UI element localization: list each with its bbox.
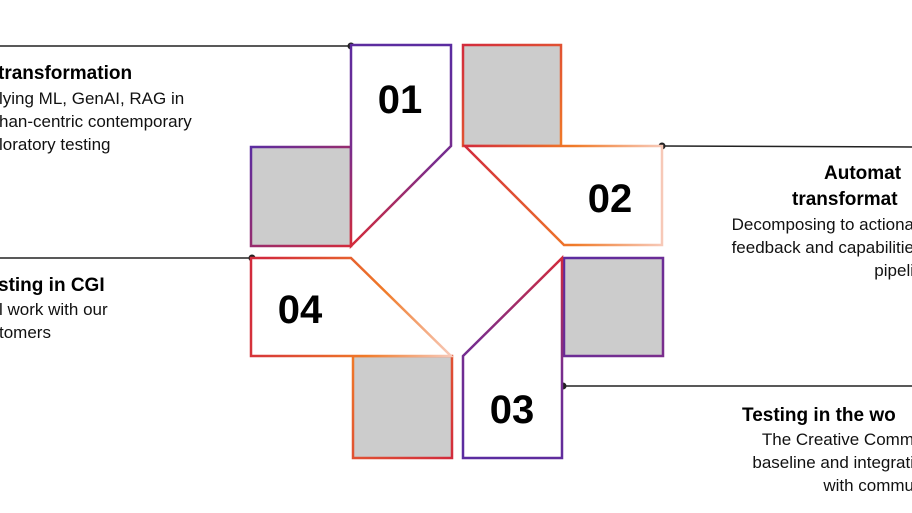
step-shape-03	[461, 255, 564, 460]
step-description-01: lying ML, GenAI, RAG in han-centric cont…	[0, 89, 192, 154]
step-shape-02	[461, 144, 664, 247]
step-number-01: 01	[378, 78, 423, 122]
grey-square-left	[249, 145, 353, 248]
step-number-02: 02	[588, 177, 633, 221]
step-number-04: 04	[278, 288, 323, 332]
step-title-02-line-2: transformat	[792, 189, 898, 210]
step-description-02: Decomposing to actiona feedback and capa…	[731, 215, 912, 280]
step-title-04: sting in CGI	[0, 275, 105, 296]
step-description-03: The Creative Comm baseline and integrati…	[752, 430, 912, 495]
grey-square-top-right	[461, 43, 563, 148]
step-title-02-line-1: Automat	[824, 163, 902, 184]
grey-square-right	[562, 256, 665, 358]
connector-lines	[0, 42, 912, 390]
step-shape-01	[349, 43, 453, 250]
step-shape-04	[249, 256, 455, 358]
connector-line-02	[661, 145, 912, 148]
step-description-04: l work with our tomers	[0, 300, 108, 342]
step-title-03: Testing in the wo	[742, 405, 896, 426]
grey-square-bottom-left	[351, 354, 454, 460]
step-title-01: transformation	[0, 63, 133, 84]
step-number-03: 03	[490, 388, 535, 432]
